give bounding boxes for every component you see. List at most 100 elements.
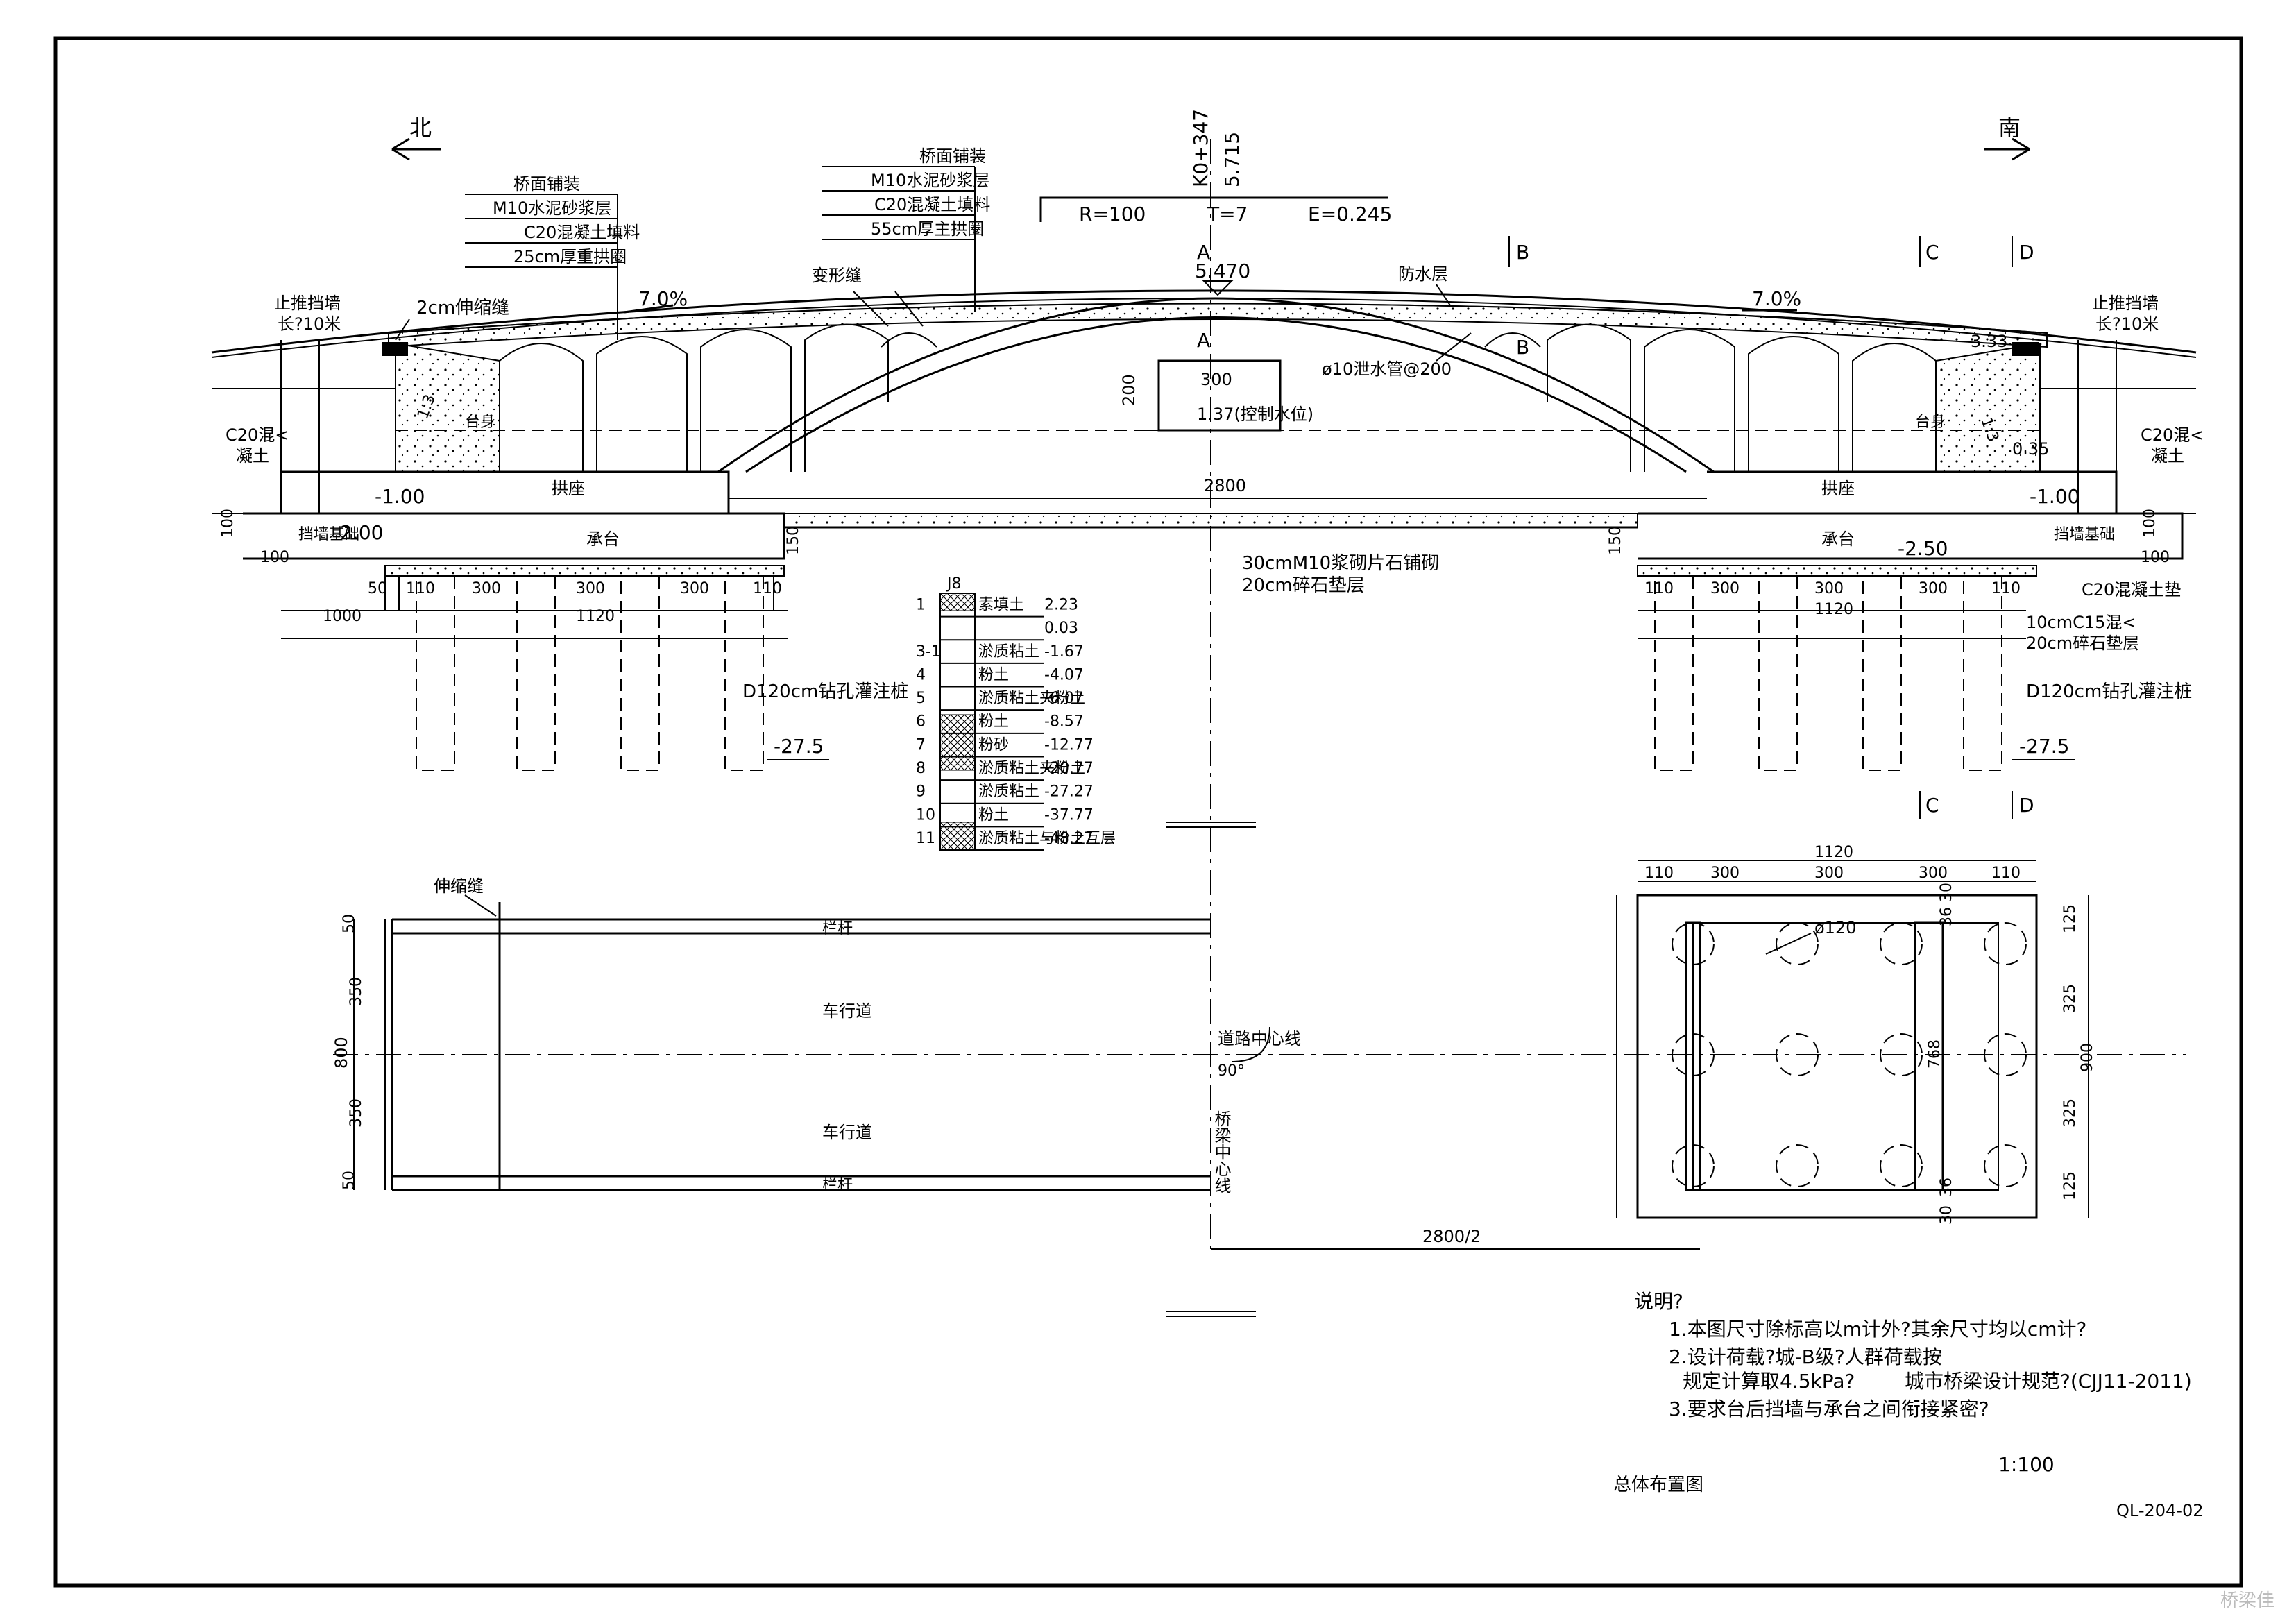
pile-cap-plan: ø120 1120 110 300 300 300 110 900 125 32… xyxy=(1616,844,2096,1225)
drawing-frame xyxy=(53,36,2243,1588)
drain-label: ø10泄水管@200 xyxy=(1322,359,1452,379)
main-arch-inner xyxy=(745,316,1687,473)
spandrel-arches-left xyxy=(499,323,937,472)
bore-layer-el: -48.27 xyxy=(1044,830,1094,847)
svg-text:110: 110 xyxy=(753,580,782,597)
abutment-label-left: 台身 xyxy=(465,414,495,431)
bore-layer-name: 粉土 xyxy=(978,713,1009,731)
bore-layer-el: -1.67 xyxy=(1044,643,1084,661)
curve-e: E=0.245 xyxy=(1308,203,1392,226)
stop-wall-left: 止推挡墙 xyxy=(274,294,341,313)
chainage-elevation: 5.715 xyxy=(1221,132,1243,187)
south-label: 南 xyxy=(1998,114,2021,141)
expansion-joint-left xyxy=(382,342,408,356)
el-m250: -2.50 xyxy=(1898,537,1948,560)
rail-bot-label: 栏杆 xyxy=(822,1177,853,1194)
plan-350b: 350 xyxy=(348,1098,365,1128)
north-arrow-icon xyxy=(391,137,441,161)
bore-layer-name: 粉土 xyxy=(978,806,1009,824)
paving-label-1: 30cmM10浆砌片石铺砌 xyxy=(1242,553,1439,574)
note-3: 3.要求台后挡墙与承台之间衔接紧密? xyxy=(1669,1397,1989,1420)
svg-text:1120: 1120 xyxy=(1814,601,1853,618)
stop-wall-right-len: 长?10米 xyxy=(2095,314,2159,334)
svg-text:50: 50 xyxy=(368,580,387,597)
expansion-joint-right xyxy=(2012,342,2039,356)
spandrel-arches-right xyxy=(1484,323,1937,472)
expansion-joint-label: 2cm伸缩缝 xyxy=(416,298,509,318)
c20-left: C20混< xyxy=(226,425,289,445)
section-b: B xyxy=(1516,241,1529,264)
dim-150-right: 150 xyxy=(1607,526,1624,555)
c20-right-2: 凝土 xyxy=(2151,446,2184,466)
notes-title: 说明? xyxy=(1634,1290,1683,1313)
bore-layer-el: 0.03 xyxy=(1044,620,1078,637)
watermark-text: 桥梁佳 xyxy=(2220,1590,2274,1611)
svg-text:桥面铺装: 桥面铺装 xyxy=(513,174,580,194)
drawing-name: 总体布置图 xyxy=(1613,1475,1703,1495)
bore-layer-name: 粉砂 xyxy=(978,736,1009,754)
cap-right xyxy=(1638,512,2184,560)
plan-350a: 350 xyxy=(348,977,365,1006)
plan-joint-label: 伸缩缝 xyxy=(434,876,484,896)
bore-layer-no: 3-1 xyxy=(916,643,941,661)
svg-text:M10水泥砂浆层: M10水泥砂浆层 xyxy=(871,171,989,190)
bore-layer-el: -37.77 xyxy=(1044,806,1094,824)
plan-edges xyxy=(392,918,1211,1191)
arch-seat-left-outline xyxy=(281,470,730,515)
water-level-label: 1.37(控制水位) xyxy=(1197,405,1313,424)
section-d: D xyxy=(2019,241,2034,264)
svg-text:110: 110 xyxy=(1991,865,2021,882)
note-2b: 规定计算取4.5kPa? xyxy=(1683,1370,1855,1393)
el-m200: -2.00 xyxy=(333,521,383,544)
stop-wall-right: 止推挡墙 xyxy=(2092,294,2159,313)
bore-layer-name: 淤质粘土夹粉土 xyxy=(978,690,1085,707)
wall-found-left: 挡墙基础 xyxy=(298,526,359,543)
plan-view: 伸缩缝 栏杆 栏杆 车行道 车行道 道路中心线 90° 桥梁中心线 800 50… xyxy=(332,876,2186,1317)
bore-name: J8 xyxy=(946,575,962,593)
svg-text:300: 300 xyxy=(1814,865,1844,882)
svg-text:125: 125 xyxy=(2061,904,2079,933)
svg-text:300: 300 xyxy=(576,580,605,597)
arch-seat-right: 拱座 xyxy=(1821,479,1855,498)
svg-text:300: 300 xyxy=(472,580,501,597)
bore-layer-no: 8 xyxy=(916,760,926,777)
c20-left-2: 凝土 xyxy=(236,446,269,466)
chainage-station: K0+347 xyxy=(1189,109,1212,187)
svg-text:30: 30 xyxy=(1938,1205,1955,1225)
bore-layer-el: -20.77 xyxy=(1044,760,1094,777)
bore-layer-no: 5 xyxy=(916,690,926,707)
dim-100-right: 100 xyxy=(2141,509,2159,538)
svg-text:C20混凝土填料: C20混凝土填料 xyxy=(524,223,640,242)
bore-layer-no: 9 xyxy=(916,783,926,801)
south-arrow-icon xyxy=(1984,137,2030,161)
dim-100-left-b: 100 xyxy=(260,549,289,566)
bore-layer-no: 11 xyxy=(916,830,935,847)
abutment-label-right: 台身 xyxy=(1915,414,1946,431)
c20-found-label: C20混凝土垫 xyxy=(2082,580,2181,600)
plan-50a: 50 xyxy=(341,914,358,933)
svg-text:30: 30 xyxy=(1938,883,1955,902)
c15-label-2: 20cm碎石垫层 xyxy=(2026,634,2139,653)
cap-left xyxy=(243,512,785,560)
bore-layer-no: 4 xyxy=(916,666,926,683)
svg-text:300: 300 xyxy=(1919,580,1948,597)
cap-bed-left xyxy=(384,565,785,577)
svg-text:110: 110 xyxy=(1644,580,1674,597)
cap-plan-outline xyxy=(1636,894,2038,1219)
half-span-label: 2800/2 xyxy=(1422,1227,1481,1246)
dim-150-left: 150 xyxy=(785,526,802,555)
bore-layer-no: 1 xyxy=(916,597,926,614)
pile-el-left: -27.5 xyxy=(774,735,824,758)
plan-dim-lines xyxy=(353,919,386,1190)
section-b-low: B xyxy=(1516,336,1529,359)
abutment-left xyxy=(395,342,500,473)
svg-text:300: 300 xyxy=(680,580,709,597)
deck-top xyxy=(211,289,2197,354)
lane-bot-label: 车行道 xyxy=(822,1123,872,1142)
svg-text:325: 325 xyxy=(2061,984,2079,1013)
note-2c: 城市桥梁设计规范?(CJJ11-2011) xyxy=(1905,1370,2192,1393)
cap-label-left: 承台 xyxy=(586,529,620,549)
bore-layer-name: 淤质粘土 xyxy=(978,783,1039,801)
